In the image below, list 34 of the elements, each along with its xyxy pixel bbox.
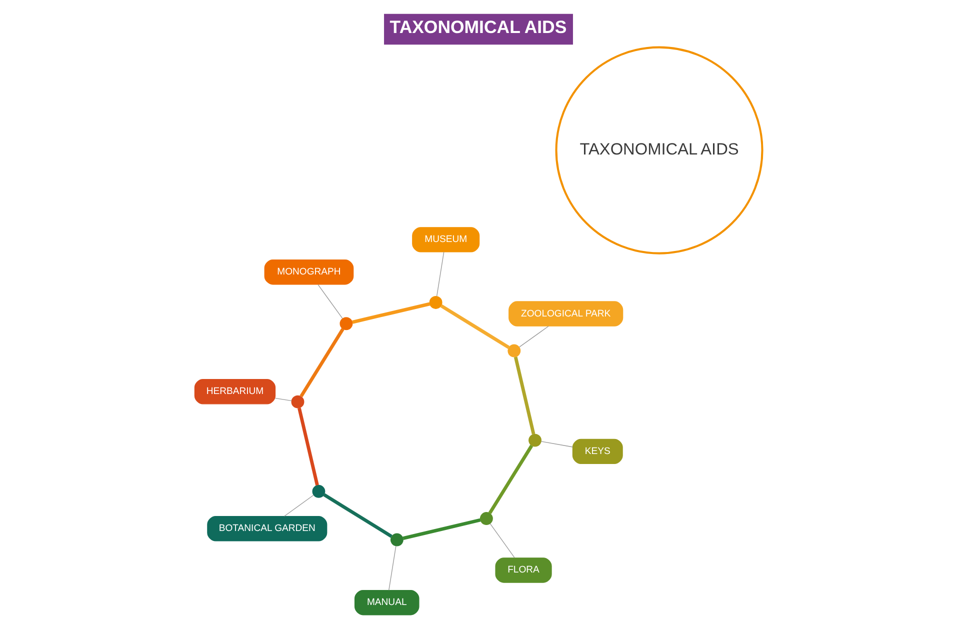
node-circle: TAXONOMICAL AIDS xyxy=(555,46,764,254)
node-circle xyxy=(291,395,304,408)
connector xyxy=(402,518,481,540)
connector xyxy=(519,326,549,348)
node-box: HERBARIUM xyxy=(194,379,276,404)
node-circle xyxy=(528,434,542,447)
node-box: MONOGRAPH xyxy=(264,259,354,285)
connector xyxy=(440,304,510,349)
node-circle xyxy=(390,533,404,546)
connector xyxy=(514,356,536,435)
node-circle xyxy=(480,512,493,525)
node-box: BOTANICAL GARDEN xyxy=(207,516,328,542)
node-box: MANUAL xyxy=(354,590,420,616)
connector xyxy=(318,284,343,319)
connector xyxy=(488,444,534,514)
connector xyxy=(284,494,314,517)
connector xyxy=(300,328,344,398)
connector xyxy=(298,408,319,486)
diagram-title: TAXONOMICAL AIDS xyxy=(390,17,567,38)
connector xyxy=(540,441,574,448)
node-circle xyxy=(508,344,521,358)
node-circle xyxy=(429,296,442,309)
node-box: KEYS xyxy=(572,438,623,464)
node-circle xyxy=(340,317,353,330)
node-circle xyxy=(312,484,326,498)
node-box: FLORA xyxy=(495,558,552,583)
node-box: MUSEUM xyxy=(412,227,480,252)
connector xyxy=(436,252,444,297)
connector xyxy=(274,398,292,402)
connector xyxy=(352,302,430,324)
connector xyxy=(323,493,392,538)
node-box: ZOOLOGICAL PARK xyxy=(508,301,624,326)
connector xyxy=(388,546,396,590)
connector xyxy=(490,523,515,558)
